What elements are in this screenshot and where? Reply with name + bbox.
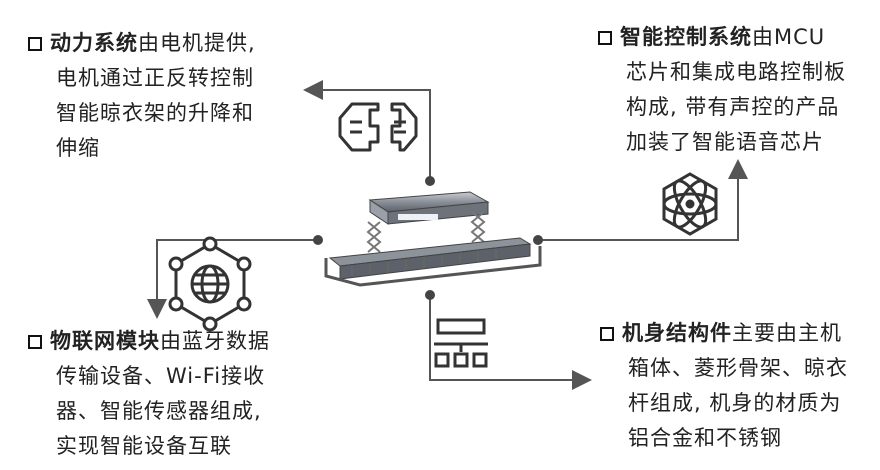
iot-first-rest: 由蓝牙数据	[160, 329, 270, 353]
body-line-3: 铝合金和不锈钢	[628, 426, 782, 450]
connector-iot	[147, 239, 318, 319]
connector-dot-bottom	[425, 290, 435, 300]
checkbox-icon	[598, 31, 612, 45]
iot-title: 物联网模块	[50, 329, 160, 353]
clothes-rack-product	[324, 191, 542, 287]
control-line-3: 加装了智能语音芯片	[626, 130, 824, 154]
iot-line-1: 传输设备、Wi-Fi接收	[56, 364, 266, 388]
atom-icon	[662, 172, 718, 236]
control-first-rest: 由MCU	[752, 25, 826, 49]
body-first-rest: 主要由主机	[732, 321, 842, 345]
iot-line-3: 实现智能设备互联	[56, 434, 232, 458]
checkbox-icon	[600, 327, 614, 341]
body-line-1: 箱体、菱形骨架、晾衣	[628, 356, 848, 380]
control-title: 智能控制系统	[620, 25, 752, 49]
control-line-1: 芯片和集成电路控制板	[626, 60, 846, 84]
power-title: 动力系统	[50, 31, 138, 55]
iot-first-line: 物联网模块由蓝牙数据	[28, 324, 270, 359]
control-system-block: 智能控制系统由MCU 芯片和集成电路控制板 构成, 带有声控的产品 加装了智能语…	[598, 20, 846, 160]
network-globe-icon	[168, 236, 252, 332]
power-line-2: 智能晾衣架的升降和	[56, 101, 254, 125]
connector-body	[429, 295, 592, 390]
connector-dot-left	[313, 235, 323, 245]
body-title: 机身结构件	[622, 321, 732, 345]
body-first-line: 机身结构件主要由主机	[600, 316, 848, 351]
checkbox-icon	[28, 335, 42, 349]
connector-power	[303, 80, 431, 180]
power-first-rest: 由电机提供,	[138, 31, 256, 55]
iot-module-block: 物联网模块由蓝牙数据 传输设备、Wi-Fi接收 器、智能传感器组成, 实现智能设…	[28, 324, 270, 464]
power-line-3: 伸缩	[56, 136, 100, 160]
power-first-line: 动力系统由电机提供,	[28, 26, 256, 61]
gear-panel-icon	[338, 102, 418, 152]
connector-dot-top	[425, 176, 435, 186]
control-first-line: 智能控制系统由MCU	[598, 20, 846, 55]
checkbox-icon	[28, 37, 42, 51]
control-line-2: 构成, 带有声控的产品	[626, 95, 840, 119]
body-structure-block: 机身结构件主要由主机 箱体、菱形骨架、晾衣 杆组成, 机身的材质为 铝合金和不锈…	[600, 316, 848, 456]
connector-dot-right	[533, 235, 543, 245]
layout-blocks-icon	[434, 318, 488, 368]
power-line-1: 电机通过正反转控制	[56, 66, 254, 90]
iot-line-2: 器、智能传感器组成,	[56, 399, 262, 423]
body-line-2: 杆组成, 机身的材质为	[628, 391, 842, 415]
power-system-block: 动力系统由电机提供, 电机通过正反转控制 智能晾衣架的升降和 伸缩	[28, 26, 256, 166]
connector-control	[538, 159, 748, 241]
